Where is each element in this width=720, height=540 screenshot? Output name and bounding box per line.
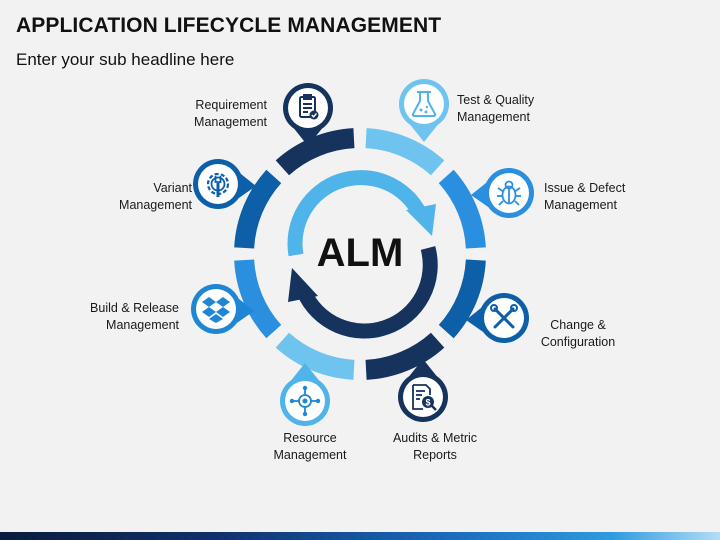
badge-audits-metric[interactable]: $ — [398, 359, 448, 422]
badge-change-configuration[interactable] — [466, 293, 529, 343]
bug-icon — [497, 180, 521, 206]
ring-segment-requirement — [275, 128, 355, 176]
flask-icon — [411, 91, 437, 117]
badge-build-release[interactable] — [191, 284, 254, 334]
page-subtitle: Enter your sub headline here — [16, 50, 235, 69]
stage-label-change-configuration: Change &Configuration — [540, 318, 616, 349]
badge-requirement[interactable] — [283, 83, 333, 146]
ring-segment-build-release — [234, 259, 282, 339]
ring-segment-test-quality — [365, 128, 445, 176]
badge-resource[interactable] — [280, 363, 330, 426]
cycle-arrow-bottom — [297, 246, 438, 339]
cycle-arrow-top-head — [406, 204, 436, 236]
ring-segment-resource — [275, 332, 355, 380]
cycle-arrows — [287, 170, 438, 339]
badge-test-quality[interactable] — [399, 79, 449, 142]
page-title: APPLICATION LIFECYCLE MANAGEMENT — [16, 14, 442, 37]
svg-text:$: $ — [425, 398, 430, 408]
dropbox-box-icon — [202, 297, 230, 323]
cycle-arrow-top — [287, 170, 427, 257]
audit-report-icon: $ — [412, 384, 437, 411]
resource-network-icon — [289, 385, 321, 417]
badge-variant[interactable] — [193, 159, 256, 209]
ring-segments — [234, 128, 486, 380]
center-label: ALM — [317, 231, 404, 275]
badge-issue-defect[interactable] — [471, 168, 534, 218]
ring-segment-variant — [234, 169, 282, 249]
clipboard-check-icon — [299, 94, 319, 120]
tools-icon — [490, 304, 518, 329]
ring-segment-issue-defect — [438, 169, 486, 249]
ring-segment-audits-metric — [365, 332, 445, 380]
cycle-arrow-bottom-head — [288, 268, 318, 302]
bottom-accent-bar — [0, 532, 720, 540]
gear-wrench-icon — [206, 172, 230, 197]
ring-segment-change-configuration — [438, 259, 486, 339]
